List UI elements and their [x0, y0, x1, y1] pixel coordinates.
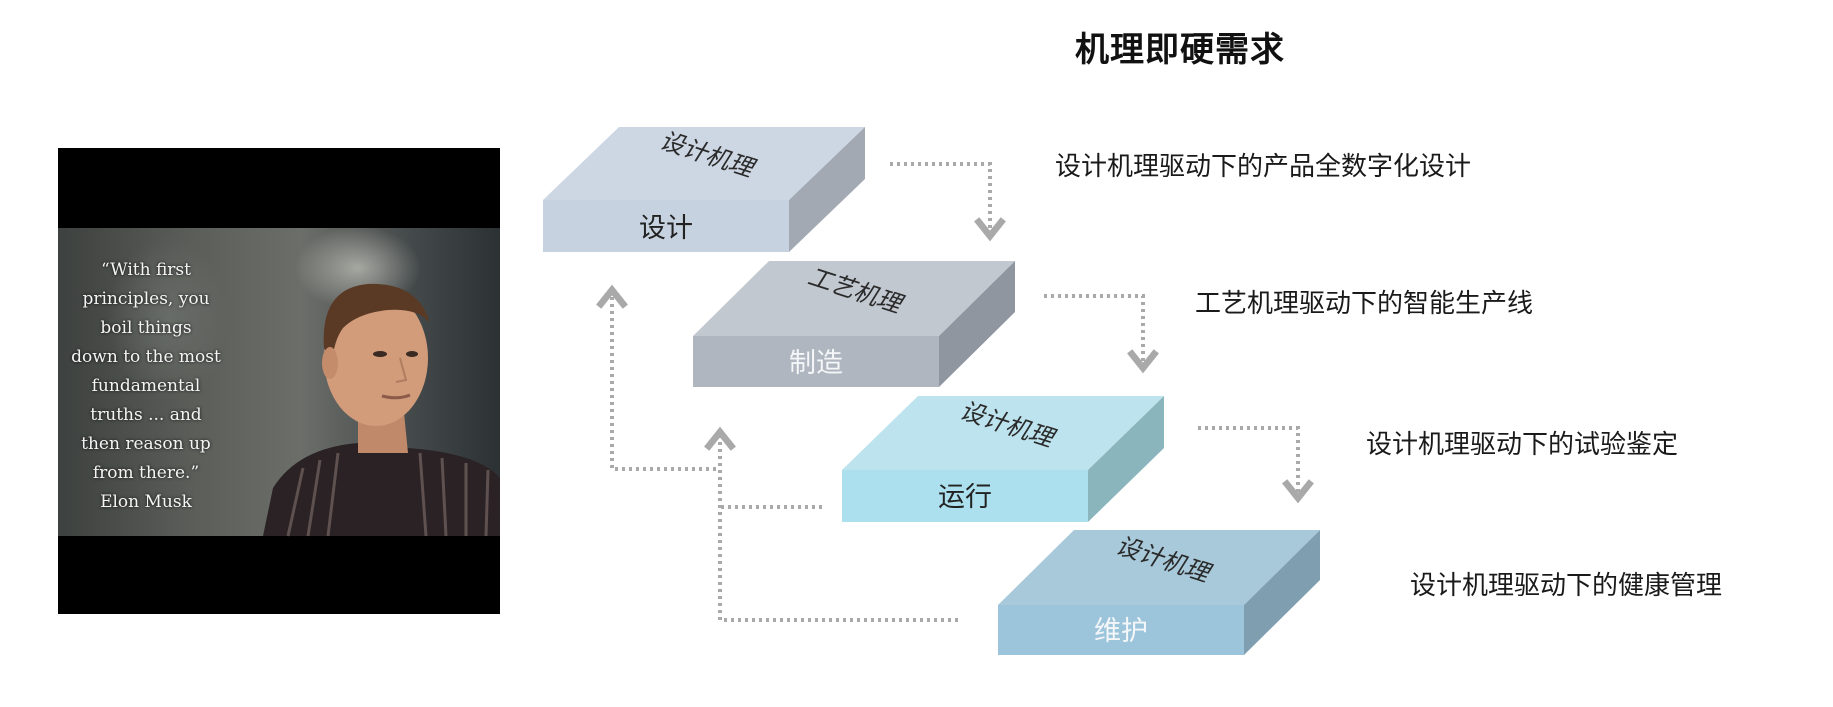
- step-block-manufacturing: 工艺机理 制造: [693, 261, 1015, 387]
- step-description-design: 设计机理驱动下的产品全数字化设计: [1055, 152, 1472, 182]
- quote-line: fundamental: [91, 376, 201, 396]
- quote-line: truths ... and: [90, 405, 202, 425]
- block-front-face: [693, 336, 939, 387]
- step-block-maintenance: 设计机理 维护: [998, 530, 1320, 655]
- quote-text: “With first principles, you boil things …: [66, 256, 226, 517]
- block-side-face: [1088, 396, 1164, 522]
- block-front-face: [543, 200, 789, 252]
- block-front-face: [842, 470, 1088, 522]
- step-description-maintenance: 设计机理驱动下的健康管理: [1410, 571, 1723, 601]
- portrait-illustration: [263, 283, 500, 537]
- quote-line: from there.”: [92, 463, 200, 483]
- quote-line: boil things: [100, 318, 192, 338]
- quote-line: “With first: [101, 260, 191, 280]
- quote-line: down to the most: [71, 347, 221, 367]
- block-side-face: [939, 261, 1015, 387]
- block-front-label: 运行: [938, 482, 992, 513]
- quote-line: principles, you: [82, 289, 210, 309]
- connector-arrow-design-to-manufacturing: [890, 162, 1006, 242]
- quote-line: then reason up: [81, 434, 211, 454]
- block-front-label: 制造: [789, 348, 843, 379]
- block-side-face: [789, 127, 865, 252]
- block-top-face: [693, 261, 1015, 336]
- block-top-face: [543, 127, 865, 200]
- page-title: 机理即硬需求: [1075, 30, 1285, 70]
- block-top-face: [842, 396, 1164, 470]
- step-description-operation: 设计机理驱动下的试验鉴定: [1366, 430, 1679, 460]
- connector-arrow-operation-to-maintenance: [1198, 426, 1314, 504]
- feedback-arrow-maintenance-to-manufacturing: [704, 426, 958, 622]
- block-front-label: 维护: [1094, 616, 1148, 647]
- block-front-face: [998, 605, 1244, 655]
- connector-arrow-manufacturing-to-operation: [1044, 294, 1159, 374]
- step-description-manufacturing: 工艺机理驱动下的智能生产线: [1195, 289, 1534, 319]
- block-front-label: 设计: [639, 213, 693, 244]
- block-top-face: [998, 530, 1320, 605]
- step-block-design: 设计机理 设计: [543, 126, 865, 252]
- elon-musk-quote-photo: “With first principles, you boil things …: [58, 148, 500, 614]
- block-side-face: [1244, 530, 1320, 655]
- step-block-operation: 设计机理 运行: [842, 396, 1164, 522]
- quote-author: Elon Musk: [100, 492, 192, 512]
